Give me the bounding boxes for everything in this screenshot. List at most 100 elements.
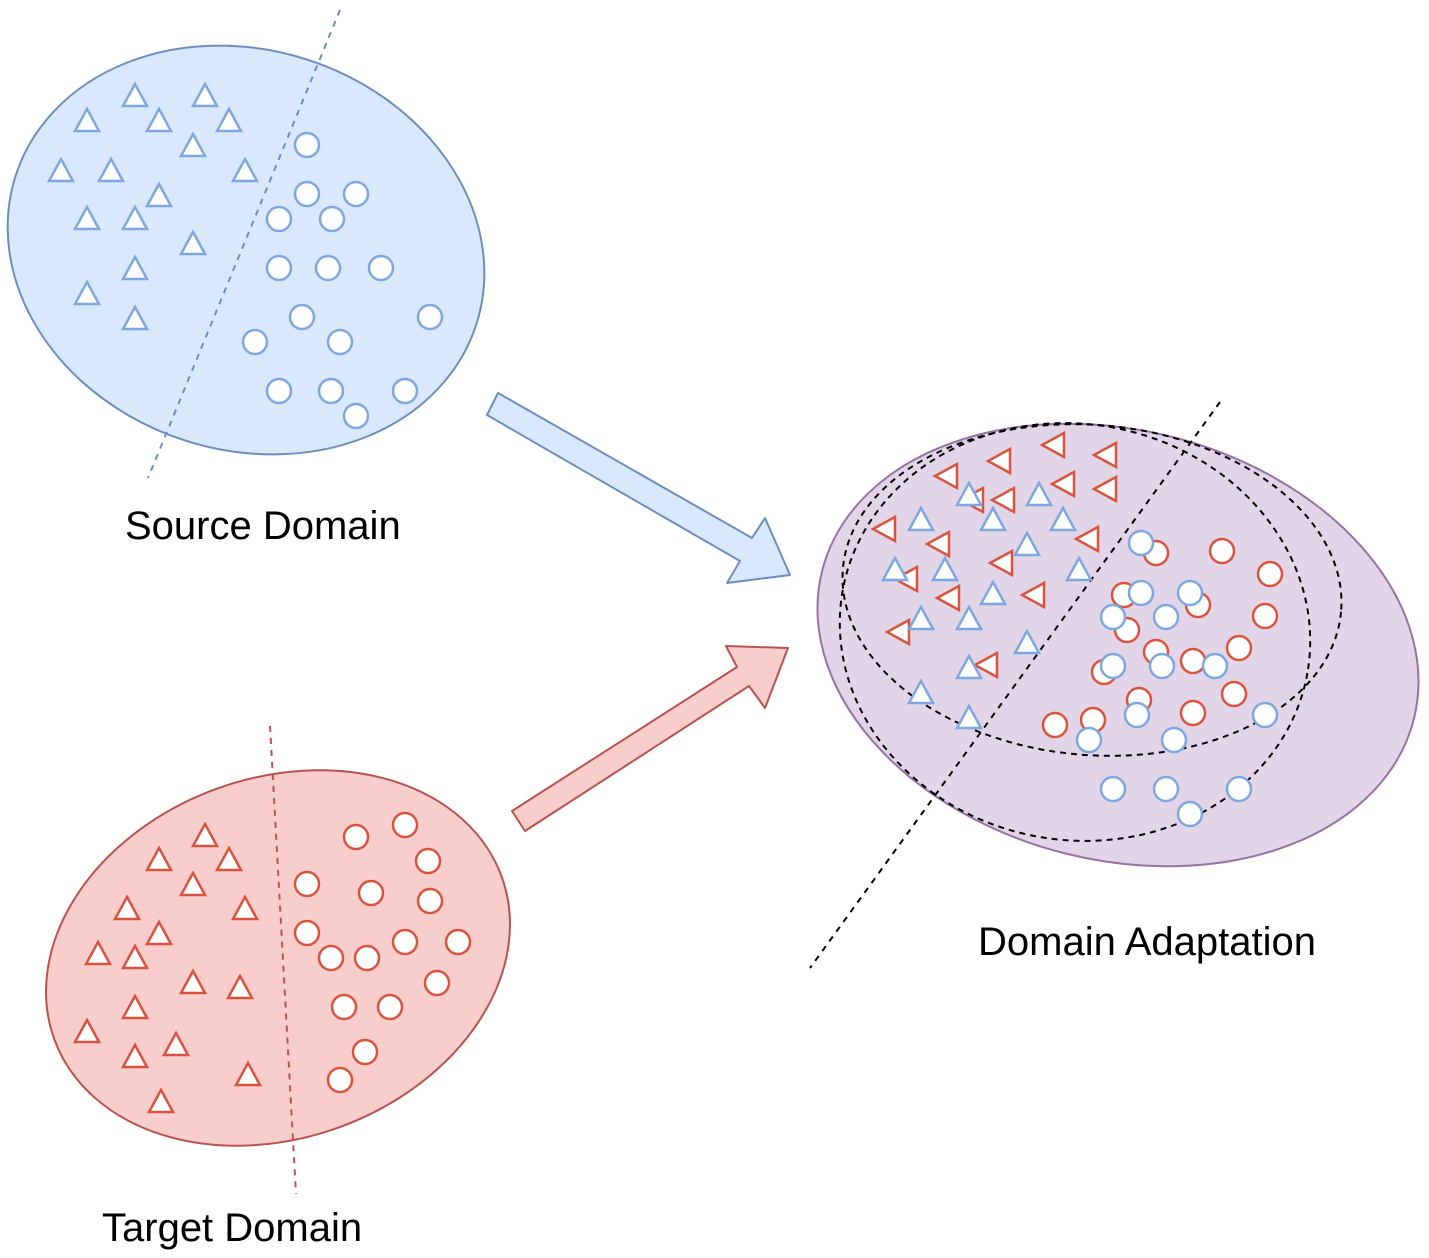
adapted-source-triangle <box>906 505 936 532</box>
target-circle <box>391 811 419 839</box>
adapted-target-circle <box>1041 711 1069 739</box>
target-triangle <box>144 845 174 872</box>
source-triangle <box>46 156 76 183</box>
adapted-target-circles <box>1041 537 1284 739</box>
adapted-source-triangle <box>978 579 1008 606</box>
target-triangle <box>190 821 220 848</box>
adapted-target-triangle <box>924 529 951 559</box>
target-domain <box>45 725 511 1195</box>
target-circle <box>330 993 358 1021</box>
source-circle <box>367 254 395 282</box>
adapted-target-triangles <box>870 430 1118 680</box>
adapted-target-triangle <box>1039 430 1066 460</box>
adapted-source-circle <box>1099 603 1127 631</box>
source-circle <box>317 377 345 405</box>
adapted-source-triangle <box>1012 530 1042 557</box>
source-triangle <box>120 254 150 281</box>
source-circle <box>293 180 321 208</box>
adapted-target-triangle <box>1019 580 1046 610</box>
adapted-target-circle <box>1208 537 1236 565</box>
target-circle <box>326 1066 354 1094</box>
source-triangle <box>72 106 102 133</box>
source-triangle <box>120 304 150 331</box>
source-circles <box>241 131 444 430</box>
source-triangles <box>46 81 260 331</box>
adapted-source-triangle <box>954 653 984 680</box>
target-triangle <box>120 993 150 1020</box>
source-domain <box>6 9 486 479</box>
target-triangle <box>178 870 208 897</box>
adapted-source-circle <box>1251 701 1279 729</box>
adapted-target-circle <box>1179 699 1207 727</box>
target-triangle <box>214 845 244 872</box>
target-circle <box>353 944 381 972</box>
adapted-target-triangle <box>985 446 1012 476</box>
target-circle <box>416 887 444 915</box>
target-circle <box>293 870 321 898</box>
adapted-target-triangle <box>1073 524 1100 554</box>
adapted-target-triangle <box>1091 440 1118 470</box>
adapted-source-triangle <box>930 555 960 582</box>
adapted-target-triangle <box>972 650 999 680</box>
source-circle <box>326 328 354 356</box>
source-triangle <box>120 81 150 108</box>
source-triangle <box>214 106 244 133</box>
source-circle <box>265 254 293 282</box>
adapted-source-triangle <box>954 480 984 507</box>
target-triangles <box>72 821 263 1114</box>
source-domain-ellipse <box>6 44 486 456</box>
target-triangle <box>83 939 113 966</box>
adapted-target-triangle <box>932 461 959 491</box>
source-circle <box>265 205 293 233</box>
target-domain-label: Target Domain <box>102 1206 363 1250</box>
target-triangle <box>72 1017 102 1044</box>
adapted-target-triangle <box>987 548 1014 578</box>
source-triangle <box>72 204 102 231</box>
source-circle <box>314 254 342 282</box>
adapted-target-triangle <box>1091 474 1118 504</box>
adapted-source-triangle <box>1012 628 1042 655</box>
target-triangle <box>233 1060 263 1087</box>
target-triangle <box>120 943 150 970</box>
adaptation-decision-boundary <box>809 401 1221 969</box>
adapted-target-triangle <box>934 583 961 613</box>
target-triangle <box>225 973 255 1000</box>
adapted-source-circle <box>1148 652 1176 680</box>
adapted-target-circle <box>1251 602 1279 630</box>
adapted-source-triangle <box>880 555 910 582</box>
adapted-source-circle <box>1099 775 1127 803</box>
adapted-target-cluster-outline <box>841 423 1343 757</box>
adapted-source-circles <box>1075 529 1279 828</box>
adapted-target-circle <box>1225 634 1253 662</box>
target-circle <box>444 928 472 956</box>
target-circle <box>342 823 370 851</box>
source-circle <box>391 377 419 405</box>
adaptation-domain-ellipse <box>816 422 1420 868</box>
source-circle <box>265 377 293 405</box>
adapted-source-circle <box>1123 701 1151 729</box>
adapted-source-triangles <box>880 480 1094 730</box>
target-circle <box>351 1038 379 1066</box>
adapted-source-circle <box>1160 726 1188 754</box>
adapted-source-triangle <box>1024 480 1054 507</box>
target-triangle <box>144 919 174 946</box>
source-circle <box>342 402 370 430</box>
adapted-source-circle <box>1127 529 1155 557</box>
adapted-source-circle <box>1099 652 1127 680</box>
source-triangle <box>230 156 260 183</box>
source-to-adaptation-arrow <box>486 392 791 584</box>
target-triangle <box>112 894 142 921</box>
adapted-source-triangle <box>1064 555 1094 582</box>
adapted-source-circle <box>1225 775 1253 803</box>
target-circle <box>423 969 451 997</box>
source-triangle <box>178 131 208 158</box>
domain-adaptation-label: Domain Adaptation <box>978 920 1317 964</box>
target-to-adaptation-arrow <box>511 645 789 832</box>
source-triangle <box>190 81 220 108</box>
target-triangle <box>120 1042 150 1069</box>
source-triangle <box>144 181 174 208</box>
adapted-source-triangle <box>978 505 1008 532</box>
target-triangle <box>230 894 260 921</box>
adaptation-domain <box>809 401 1420 969</box>
